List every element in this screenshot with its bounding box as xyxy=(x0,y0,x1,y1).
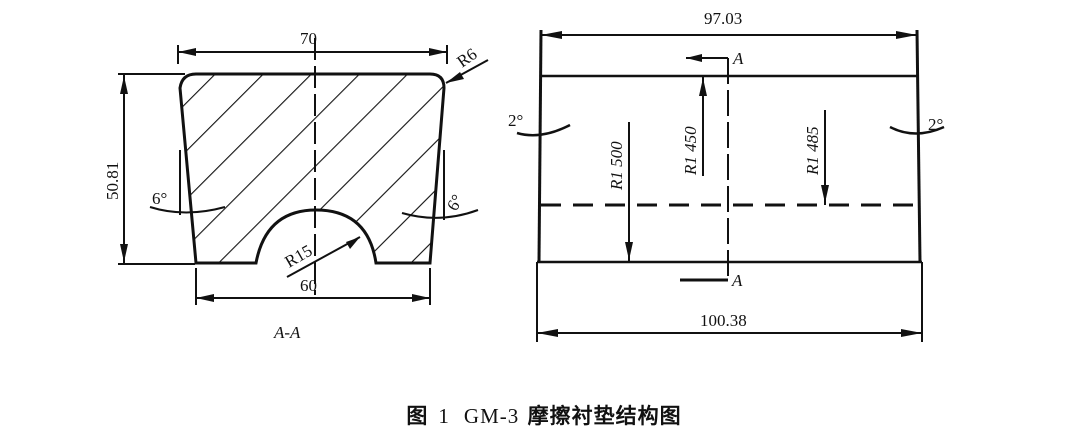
dim-radius-1485: R1 485 xyxy=(803,126,822,176)
figure-title: 摩擦衬垫结构图 xyxy=(527,404,682,428)
section-mark-bottom: A xyxy=(731,271,743,290)
dim-radius-1500: R1 500 xyxy=(607,141,626,191)
dim-left-angle: 6° xyxy=(152,189,167,208)
side-view xyxy=(516,29,945,342)
section-view xyxy=(118,38,489,305)
dim-radius-1450: R1 450 xyxy=(681,126,700,176)
dim-top-length: 97.03 xyxy=(704,9,742,28)
dim-bottom-width: 60 xyxy=(300,276,317,295)
dim-left-draft-angle: 2° xyxy=(508,111,523,130)
figure-code: GM-3 xyxy=(463,404,520,428)
section-mark-top: A xyxy=(732,49,744,68)
dim-right-angle: 6° xyxy=(443,191,467,214)
section-title: A-A xyxy=(273,323,301,342)
dim-top-width: 70 xyxy=(300,29,317,48)
dim-bottom-length: 100.38 xyxy=(700,311,747,330)
dim-height: 50.81 xyxy=(103,162,122,200)
dim-groove-radius: R15 xyxy=(282,241,316,272)
dim-right-draft-angle: 2° xyxy=(928,115,943,134)
figure-label: 图 xyxy=(406,404,429,428)
figure-number: 1 xyxy=(438,404,450,428)
